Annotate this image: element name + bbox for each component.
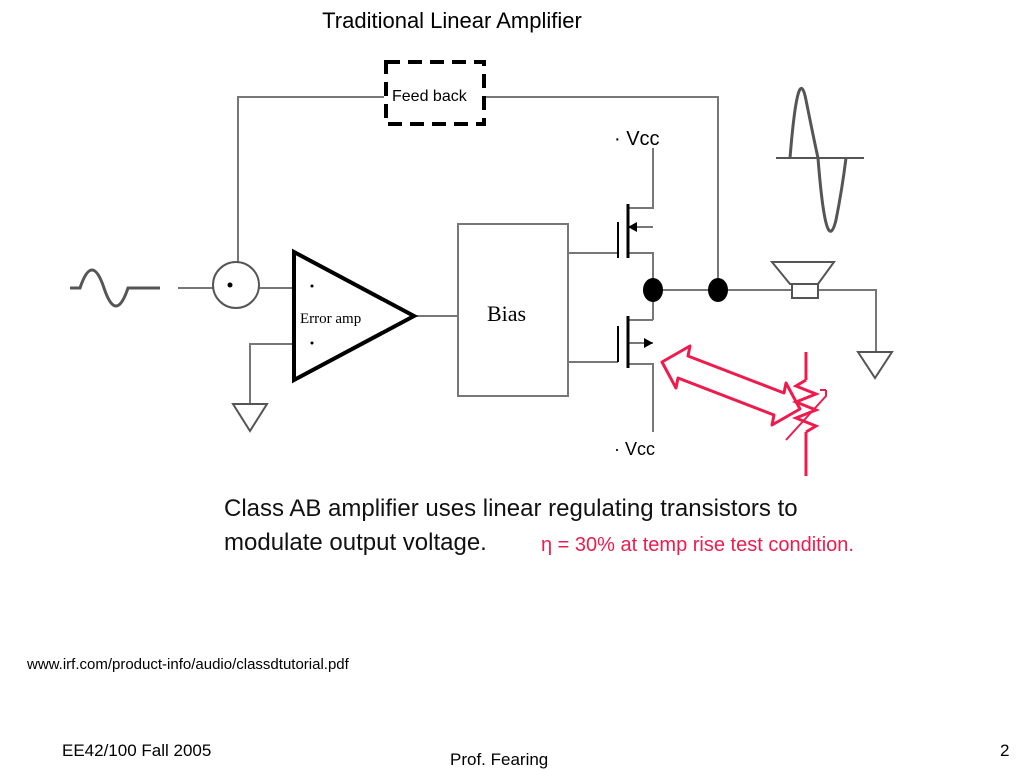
footer-course: EE42/100 Fall 2005 xyxy=(62,741,212,760)
top-transistor xyxy=(617,204,637,258)
vcc-top-label: · Vcc xyxy=(614,128,660,150)
output-junction-dot xyxy=(643,278,663,302)
bottom-transistor xyxy=(617,316,653,368)
caption-line-2: modulate output voltage. xyxy=(224,529,487,556)
error-amp-symbol xyxy=(292,248,419,384)
feedback-box xyxy=(384,60,486,126)
circuit-wires xyxy=(178,96,877,432)
summing-node xyxy=(212,261,260,309)
footer-author: Prof. Fearing xyxy=(450,750,549,769)
ground-icon-amp xyxy=(231,403,269,433)
ground-icon-output xyxy=(856,351,894,380)
feedback-junction-dot xyxy=(708,278,728,302)
bias-box xyxy=(457,223,569,397)
thermistor-icon xyxy=(785,352,827,476)
input-sine-wave xyxy=(70,268,160,308)
output-sine-wave xyxy=(776,86,864,233)
page-number: 2 xyxy=(1000,741,1010,760)
caption: Class AB amplifier uses linear regulatin… xyxy=(224,492,798,560)
slide-title: Traditional Linear Amplifier xyxy=(322,8,582,33)
source-url: www.irf.com/product-info/audio/classdtut… xyxy=(27,656,349,673)
vcc-bottom-label: · Vcc xyxy=(614,439,655,459)
efficiency-note: η = 30% at temp rise test condition. xyxy=(541,534,854,556)
feedback-label: Feed back xyxy=(392,88,468,105)
bias-label: Bias xyxy=(487,301,526,326)
caption-line-1: Class AB amplifier uses linear regulatin… xyxy=(224,495,798,522)
thermal-coupling-arrow-icon xyxy=(660,344,802,427)
speaker-icon xyxy=(769,261,836,299)
error-amp-label: Error amp xyxy=(300,311,361,327)
